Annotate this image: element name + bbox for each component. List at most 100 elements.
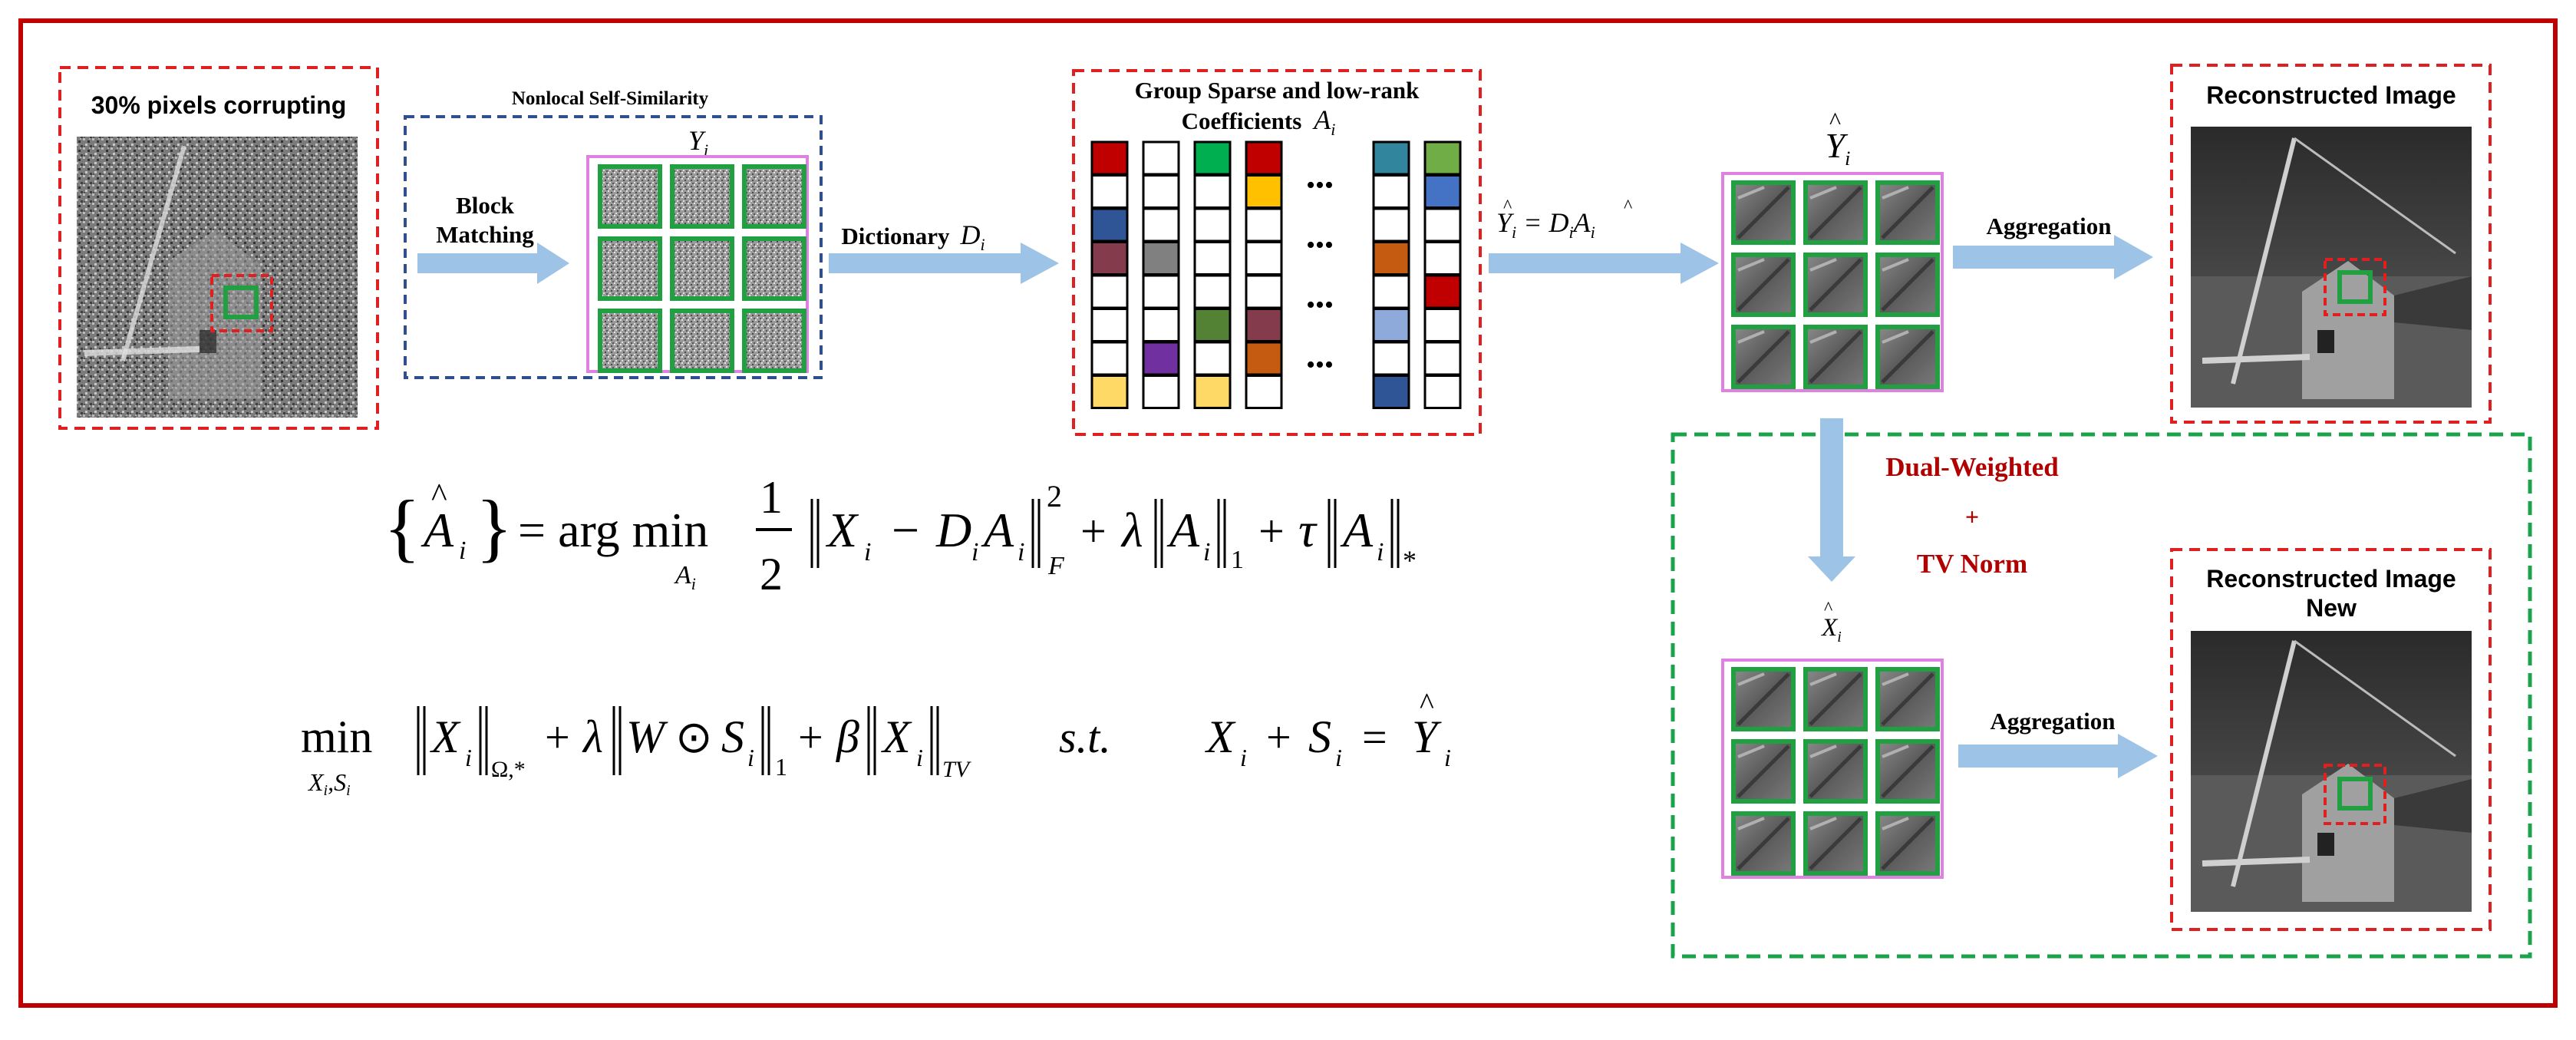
patch-texture bbox=[1809, 186, 1837, 200]
svg-text:+: + bbox=[545, 712, 570, 762]
coefficient-cell bbox=[1372, 341, 1410, 376]
coefficient-cell bbox=[1193, 308, 1232, 342]
arrow-dictionary bbox=[829, 243, 1059, 284]
svg-text:+: + bbox=[798, 712, 823, 762]
patch-texture bbox=[1882, 258, 1909, 272]
coefficient-cell bbox=[1142, 274, 1180, 309]
xhat-label: Xi bbox=[1820, 614, 1842, 645]
svg-text:^: ^ bbox=[1829, 107, 1841, 134]
coefficient-cell bbox=[1423, 174, 1462, 209]
image-patch bbox=[670, 164, 734, 229]
svg-text:i: i bbox=[1377, 538, 1384, 566]
coefficient-cell bbox=[1372, 308, 1410, 342]
svg-text:+: + bbox=[1080, 506, 1107, 556]
patch-texture bbox=[1881, 258, 1934, 312]
coefficient-cell bbox=[1372, 174, 1410, 209]
svg-text:2: 2 bbox=[760, 549, 783, 599]
arrow-aggregation-top bbox=[1953, 235, 2153, 279]
coefficient-cell bbox=[1423, 140, 1462, 176]
coefficient-cell bbox=[1142, 375, 1180, 409]
patch-texture bbox=[1809, 330, 1837, 344]
svg-text:^: ^ bbox=[1824, 599, 1832, 619]
svg-text:1: 1 bbox=[760, 472, 783, 523]
patch-texture bbox=[1882, 330, 1909, 344]
patch-texture bbox=[1809, 672, 1837, 686]
svg-text:S: S bbox=[721, 711, 744, 762]
group-title-1: Group Sparse and low-rank bbox=[1135, 77, 1420, 104]
svg-text:A: A bbox=[981, 503, 1014, 557]
coefficient-cell bbox=[1193, 207, 1232, 243]
coef-dots-1: ••• bbox=[1306, 171, 1334, 200]
outer-border bbox=[18, 18, 2558, 1008]
corrupted-image-panel: 30% pixels corrupting bbox=[58, 66, 379, 430]
patch-texture bbox=[1881, 672, 1934, 726]
coefficient-cell bbox=[1193, 140, 1232, 176]
svg-text:^: ^ bbox=[1624, 196, 1632, 216]
image-patch bbox=[598, 309, 662, 373]
coefficient-cell bbox=[1423, 241, 1462, 276]
patch-texture bbox=[1737, 745, 1790, 798]
coefficient-cell bbox=[1193, 274, 1232, 309]
corrupted-boat-image bbox=[77, 137, 358, 418]
svg-text:i: i bbox=[465, 744, 472, 771]
arrow-to-yhat bbox=[1489, 243, 1719, 284]
patch-texture bbox=[1809, 258, 1862, 312]
svg-text:i: i bbox=[1240, 744, 1247, 771]
svg-text:Yi = DiAi: Yi = DiAi bbox=[1496, 207, 1595, 242]
coefficient-cell bbox=[1142, 207, 1180, 243]
svg-text:i: i bbox=[1444, 744, 1451, 771]
svg-text:i: i bbox=[747, 744, 754, 771]
block-matching-label-2: Matching bbox=[436, 221, 534, 248]
coefficient-cell bbox=[1423, 375, 1462, 409]
arrow-down bbox=[1808, 418, 1855, 582]
coef-dots-3: ••• bbox=[1306, 291, 1334, 319]
svg-text:W: W bbox=[626, 711, 668, 762]
xhat-group-frame bbox=[1721, 659, 1944, 879]
patch-texture bbox=[1737, 672, 1790, 726]
svg-text:+: + bbox=[1266, 712, 1291, 762]
xhat-group: Xi ^ bbox=[1721, 599, 1944, 879]
tv-norm-label: TV Norm bbox=[1917, 549, 2027, 579]
patch-texture bbox=[1809, 186, 1862, 239]
coefficient-cell bbox=[1142, 140, 1180, 176]
coefficient-cell bbox=[1090, 375, 1129, 409]
coef-dots-4: ••• bbox=[1306, 351, 1334, 379]
coefficient-cell bbox=[1090, 308, 1129, 342]
patch-texture bbox=[1809, 672, 1862, 726]
svg-text:i: i bbox=[1018, 538, 1024, 566]
coefficient-cell bbox=[1090, 274, 1129, 309]
recon-equation: Yi = DiAi ^ ^ bbox=[1496, 196, 1632, 242]
nss-title: Nonlocal Self-Similarity bbox=[512, 88, 709, 109]
svg-text:i: i bbox=[1203, 538, 1210, 566]
coefficient-cell bbox=[1090, 140, 1129, 176]
noisy-patch-grid bbox=[598, 164, 806, 373]
patch-texture bbox=[1809, 745, 1837, 758]
svg-text:X: X bbox=[881, 711, 912, 762]
svg-text:*: * bbox=[1403, 545, 1417, 576]
patch-texture bbox=[1737, 817, 1790, 870]
patch-texture bbox=[1737, 186, 1765, 200]
patch-texture bbox=[1882, 817, 1909, 830]
aggregation-label-top: Aggregation bbox=[1986, 213, 2111, 239]
dual-weighted-label: Dual-Weighted bbox=[1885, 452, 2059, 482]
coefficient-cell bbox=[1142, 341, 1180, 376]
coefficient-cell bbox=[1423, 207, 1462, 243]
coefficient-cell bbox=[1193, 375, 1232, 409]
patch-texture bbox=[1737, 330, 1790, 384]
coefficient-cell bbox=[1245, 375, 1283, 409]
coefficient-cell bbox=[1372, 241, 1410, 276]
svg-text:i: i bbox=[971, 538, 978, 566]
image-patch bbox=[598, 164, 662, 229]
coefficient-cell bbox=[1245, 241, 1283, 276]
patch-texture bbox=[1737, 745, 1765, 758]
coefficient-columns bbox=[1090, 140, 1462, 409]
svg-text:i: i bbox=[459, 537, 466, 565]
coefficient-cell bbox=[1245, 140, 1283, 176]
patch-texture bbox=[1737, 817, 1765, 830]
patch-texture bbox=[1881, 817, 1934, 870]
svg-text:τ: τ bbox=[1298, 503, 1318, 557]
svg-text:^: ^ bbox=[431, 477, 447, 514]
coefficient-cell bbox=[1245, 207, 1283, 243]
svg-text:2: 2 bbox=[1047, 479, 1062, 513]
